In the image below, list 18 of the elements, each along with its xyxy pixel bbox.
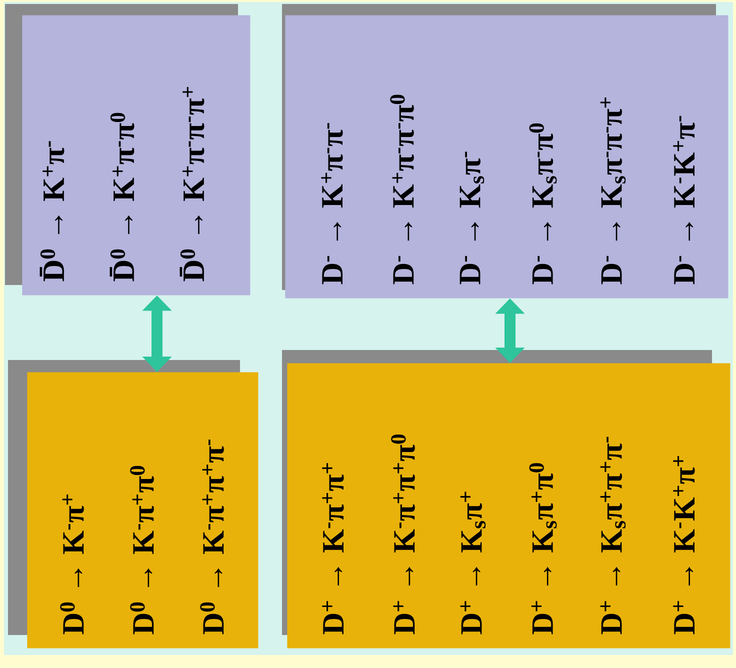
decay-formula: D$^{-}$ → K$^{+}$π$^{-}$π$^{-}$ [321, 123, 343, 284]
decay-formula: D$^{+}$ → K$_{s}$π$^{+}$π$^{+}$π$^{-}$ [600, 436, 626, 634]
decay-formula: D̄$^{0}$ → K$^{+}$π$^{-}$π$^{-}$π$^{+}$ [180, 86, 204, 282]
decay-formula: D$^{0}$ → K$^{-}$π$^{+}$π$^{0}$ [130, 466, 154, 634]
decay-formula: D$^{+}$ → K$_{s}$π$^{+}$ [460, 492, 486, 634]
decay-formula: D̄$^{0}$ → K$^{+}$π$^{-}$π$^{0}$ [110, 112, 134, 282]
decay-formula: D$^{+}$ → K$^{-}$π$^{+}$π$^{+}$ [322, 463, 344, 634]
decay-formula: D$^{-}$ → K$^{-}$K$^{+}$π$^{-}$ [673, 116, 695, 284]
decay-formula: D$^{-}$ → K$_{s}$π$^{-}$ [460, 152, 484, 284]
decay-formula: D$^{0}$ → K$^{-}$π$^{+}$ [60, 494, 84, 634]
decay-formula: D$^{0}$ → K$^{-}$π$^{+}$π$^{+}$π$^{-}$ [200, 440, 224, 634]
decay-formula: D$^{+}$ → K$_{s}$π$^{+}$π$^{0}$ [529, 463, 557, 634]
decay-formula: D$^{-}$ → K$_{s}$π$^{-}$π$^{0}$ [529, 123, 557, 284]
decay-formula: D$^{-}$ → K$_{s}$π$^{-}$π$^{-}$π$^{+}$ [600, 98, 626, 284]
decay-formula: D̄$^{0}$ → K$^{+}$π$^{-}$ [40, 141, 64, 282]
decay-formula: D$^{-}$ → K$^{+}$π$^{-}$π$^{-}$π$^{0}$ [390, 94, 414, 284]
decay-formula: D$^{+}$ → K$^{-}$K$^{+}$π$^{+}$ [673, 456, 695, 634]
decay-formula: D$^{+}$ → K$^{-}$π$^{+}$π$^{+}$π$^{0}$ [391, 434, 415, 634]
